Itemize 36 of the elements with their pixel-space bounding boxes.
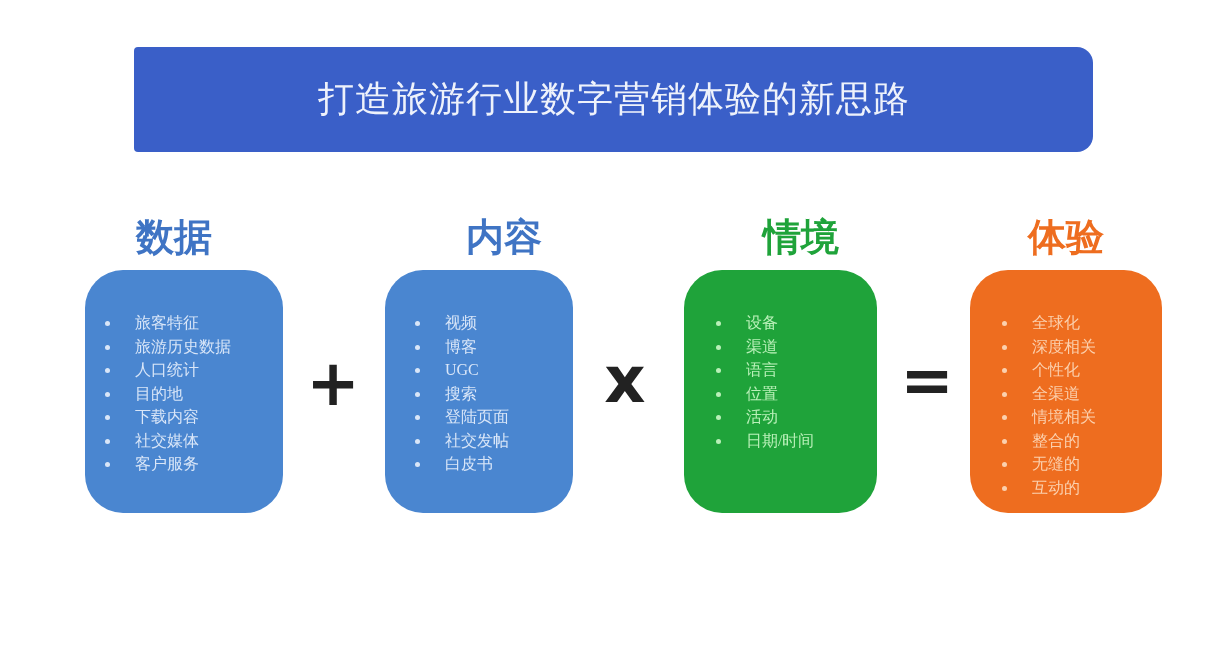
list-item: 客户服务: [135, 454, 199, 474]
list-item: 设备: [746, 313, 778, 333]
list-item: 互动的: [1032, 477, 1080, 498]
list-item: 视频: [445, 313, 477, 333]
list-item: 日期/时间: [746, 430, 815, 451]
column-heading: 情境: [760, 214, 840, 261]
list-item: 活动: [746, 407, 778, 427]
title: 打造旅游行业数字营销体验的新思路: [317, 77, 910, 121]
list-item: 位置: [746, 383, 778, 404]
list-item: 全球化: [1032, 313, 1080, 333]
list-item: 渠道: [746, 336, 778, 357]
list-item: 旅游历史数据: [135, 336, 231, 357]
operator-sign: +: [305, 348, 361, 418]
list-item: UGC: [445, 360, 479, 380]
list-item: 全渠道: [1032, 383, 1080, 404]
list-item: 旅客特征: [135, 313, 199, 333]
operator-sign: x: [603, 345, 647, 415]
list-item: 人口统计: [135, 360, 199, 380]
column-heading: 体验: [1026, 214, 1105, 261]
list-item: 社交发帖: [445, 430, 509, 451]
list-item: 情境相关: [1032, 407, 1096, 427]
column-heading: 内容: [465, 214, 543, 261]
list-item: 个性化: [1032, 360, 1080, 380]
operator-sign: =: [899, 345, 955, 415]
list-item: 下载内容: [135, 407, 199, 427]
list-item: 登陆页面: [445, 407, 509, 427]
list-item: 白皮书: [445, 454, 493, 474]
list-item: 整合的: [1032, 430, 1080, 451]
list-item: 目的地: [135, 383, 183, 404]
list-item: 社交媒体: [135, 430, 199, 451]
list-item: 语言: [746, 360, 778, 380]
list-item: 博客: [445, 336, 477, 357]
list-item: 无缝的: [1032, 454, 1080, 474]
list-item: 搜索: [445, 383, 477, 404]
list-item: 深度相关: [1032, 336, 1096, 357]
column-heading: 数据: [134, 214, 213, 261]
